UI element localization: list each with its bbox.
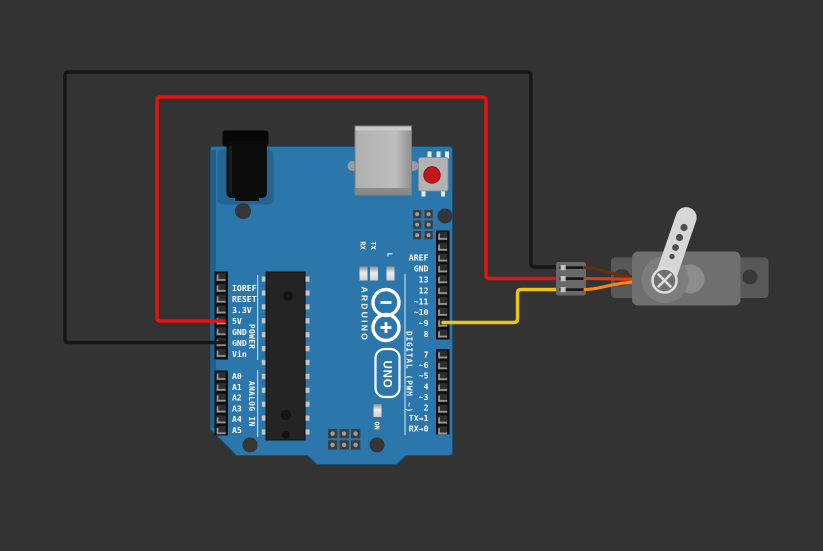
uno-badge-text: UNO [381, 361, 393, 389]
wire-gnd-black[interactable] [63, 70, 559, 345]
reset-button-cap[interactable] [423, 166, 441, 184]
pin-label-aref: AREF [409, 253, 429, 263]
pin-label-5v: 5V [232, 316, 242, 326]
silkscreen-line-right [404, 274, 406, 435]
silkscreen-line-left2 [257, 370, 259, 437]
on-led [373, 404, 382, 417]
section-label-power: POWER [247, 324, 256, 349]
pin-label-3: ~3 [419, 392, 429, 402]
wire-signal-yellow[interactable] [441, 287, 559, 325]
rx-label: RX [359, 242, 367, 250]
pin-label-a3: A3 [232, 404, 242, 414]
pin-label-a0: A0 [232, 371, 242, 381]
servo-lead-red[interactable] [583, 276, 641, 281]
pin-label-rx0: RX→0 [409, 424, 429, 434]
pin-label-gnd1: GND [232, 327, 247, 337]
icsp-header-bottom [328, 429, 361, 450]
power-jack[interactable] [222, 130, 269, 202]
pin-label-11: ~11 [414, 296, 429, 306]
pin-label-a5: A5 [232, 425, 242, 435]
l-label: L [386, 253, 394, 257]
pin-label-tx1: TX→1 [409, 413, 429, 423]
pin-label-4: 4 [424, 381, 429, 391]
reset-button[interactable] [418, 151, 450, 197]
pin-label-3v3: 3.3V [232, 305, 252, 315]
servo-horn-hole-1 [680, 223, 688, 232]
pin-label-a2: A2 [232, 393, 242, 403]
pin-label-gnd2: GND [232, 338, 247, 348]
pin-label-13: 13 [419, 275, 429, 285]
pin-label-9: ~9 [419, 318, 429, 328]
servo-body-group[interactable] [632, 204, 741, 306]
wire-5v-red[interactable] [155, 95, 559, 323]
power-header[interactable] [214, 271, 229, 360]
silkscreen-line-left [257, 275, 259, 360]
board-left-edge-shade [210, 150, 216, 428]
section-label-digital: DIGITAL (PWM ~) [405, 331, 414, 413]
digital-header-top[interactable] [436, 230, 450, 340]
uno-badge [374, 347, 401, 399]
pin-label-ioref: IOREF [232, 283, 257, 293]
pin-label-a4: A4 [232, 414, 242, 424]
mounting-hole [369, 437, 385, 453]
pin-label-6: ~6 [419, 360, 429, 370]
pin-label-reset: RESET [232, 294, 257, 304]
section-label-analog: ANALOG IN [247, 381, 256, 427]
pin-label-10: ~10 [414, 307, 429, 317]
tx-led [370, 266, 378, 281]
servo-horn-hole-4 [669, 253, 675, 260]
mounting-hole [437, 208, 453, 224]
arduino-uno-board[interactable]: IOREF RESET 3.3V 5V GND GND Vin A0 A1 A2… [210, 125, 453, 465]
pin-label-vin: Vin [232, 349, 247, 359]
atmega-chip[interactable] [261, 271, 310, 441]
pin-label-2: 2 [424, 403, 429, 413]
servo-connector[interactable] [556, 262, 586, 296]
pin-label-dgnd: GND [414, 264, 429, 274]
pin-label-12: 12 [419, 285, 429, 295]
tx-label: TX [369, 242, 377, 250]
pin-label-a1: A1 [232, 382, 242, 392]
mounting-hole [242, 437, 258, 453]
servo-horn-hole-3 [672, 244, 679, 251]
arduino-logo-text: ARDUINO [360, 287, 370, 343]
digital-header-bottom[interactable] [436, 349, 450, 435]
servo-horn-hole-2 [675, 233, 684, 242]
rx-led [359, 266, 368, 281]
usb-connector[interactable] [354, 125, 412, 196]
pin-label-7: 7 [424, 350, 429, 360]
pin-label-5: ~5 [419, 371, 429, 381]
arduino-logo-icon [371, 287, 401, 343]
l-led [386, 266, 395, 281]
icsp-header-top [413, 210, 433, 240]
pin-label-8: 8 [424, 329, 429, 339]
mounting-hole [235, 203, 251, 219]
servo-mount-hole-right [742, 269, 758, 285]
analog-header[interactable] [214, 370, 229, 436]
servo-screw-icon [651, 267, 678, 294]
on-label: ON [373, 422, 381, 430]
